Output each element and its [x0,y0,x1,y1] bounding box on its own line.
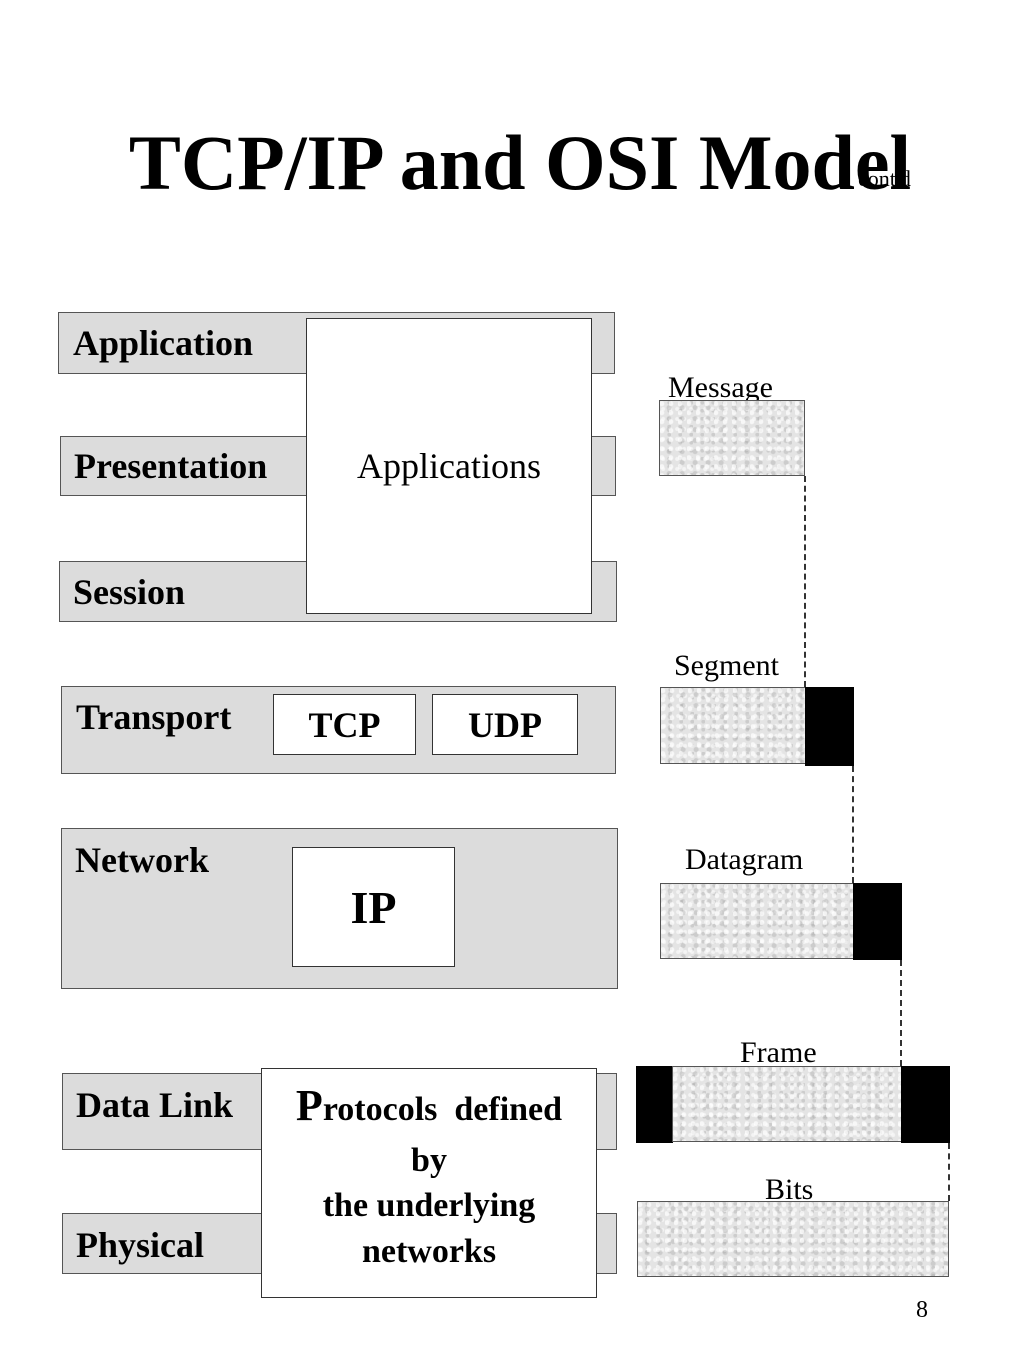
tcp-label: TCP [308,704,381,745]
connector-segment-datagram [852,766,854,883]
segment-data-block [660,687,806,764]
layer-label-physical: Physical [76,1225,205,1265]
frame-trailer-block [636,1066,673,1143]
unit-label-datagram: Datagram [685,843,804,876]
unit-label-segment: Segment [674,649,779,682]
message-data-block [659,400,805,476]
underlying-line-4: networks [361,1233,497,1270]
unit-label-bits: Bits [765,1173,814,1206]
segment-header-block [805,687,854,766]
applications-box: Applications [306,318,592,614]
connector-datagram-frame [900,960,902,1066]
frame-data-block [672,1066,902,1142]
layer-label-application: Application [73,323,254,363]
ip-label: IP [350,881,397,933]
layer-label-datalink: Data Link [76,1085,234,1125]
frame-header-block [901,1066,950,1143]
layer-label-transport: Transport [76,697,232,737]
underlying-line1-rest: rotocols defined [322,1091,563,1128]
layer-label-session: Session [73,572,186,612]
applications-label: Applications [357,446,541,486]
tcp-box: TCP [273,694,416,755]
udp-label: UDP [468,704,542,745]
underlying-line-3: the underlying [322,1187,536,1224]
unit-label-message: Message [668,371,773,404]
connector-message-segment [804,476,806,687]
connector-frame-bits [948,1143,950,1201]
layer-label-network: Network [75,840,209,880]
title-suffix: cont'd [858,166,911,191]
page-number: 8 [916,1297,928,1323]
bits-data-block [637,1201,949,1277]
slide-title: TCP/IP and OSI Model [128,119,912,206]
ip-box: IP [292,847,455,967]
layer-label-presentation: Presentation [74,446,268,486]
underlying-line-2: by [411,1142,447,1179]
underlying-networks-box: Protocols defined by the underlying netw… [261,1068,597,1298]
datagram-header-block [853,883,902,960]
unit-label-frame: Frame [740,1036,817,1069]
udp-box: UDP [432,694,578,755]
datagram-data-block [660,883,854,959]
underlying-initial: P [295,1081,323,1130]
underlying-line-1: Protocols defined [296,1083,562,1139]
